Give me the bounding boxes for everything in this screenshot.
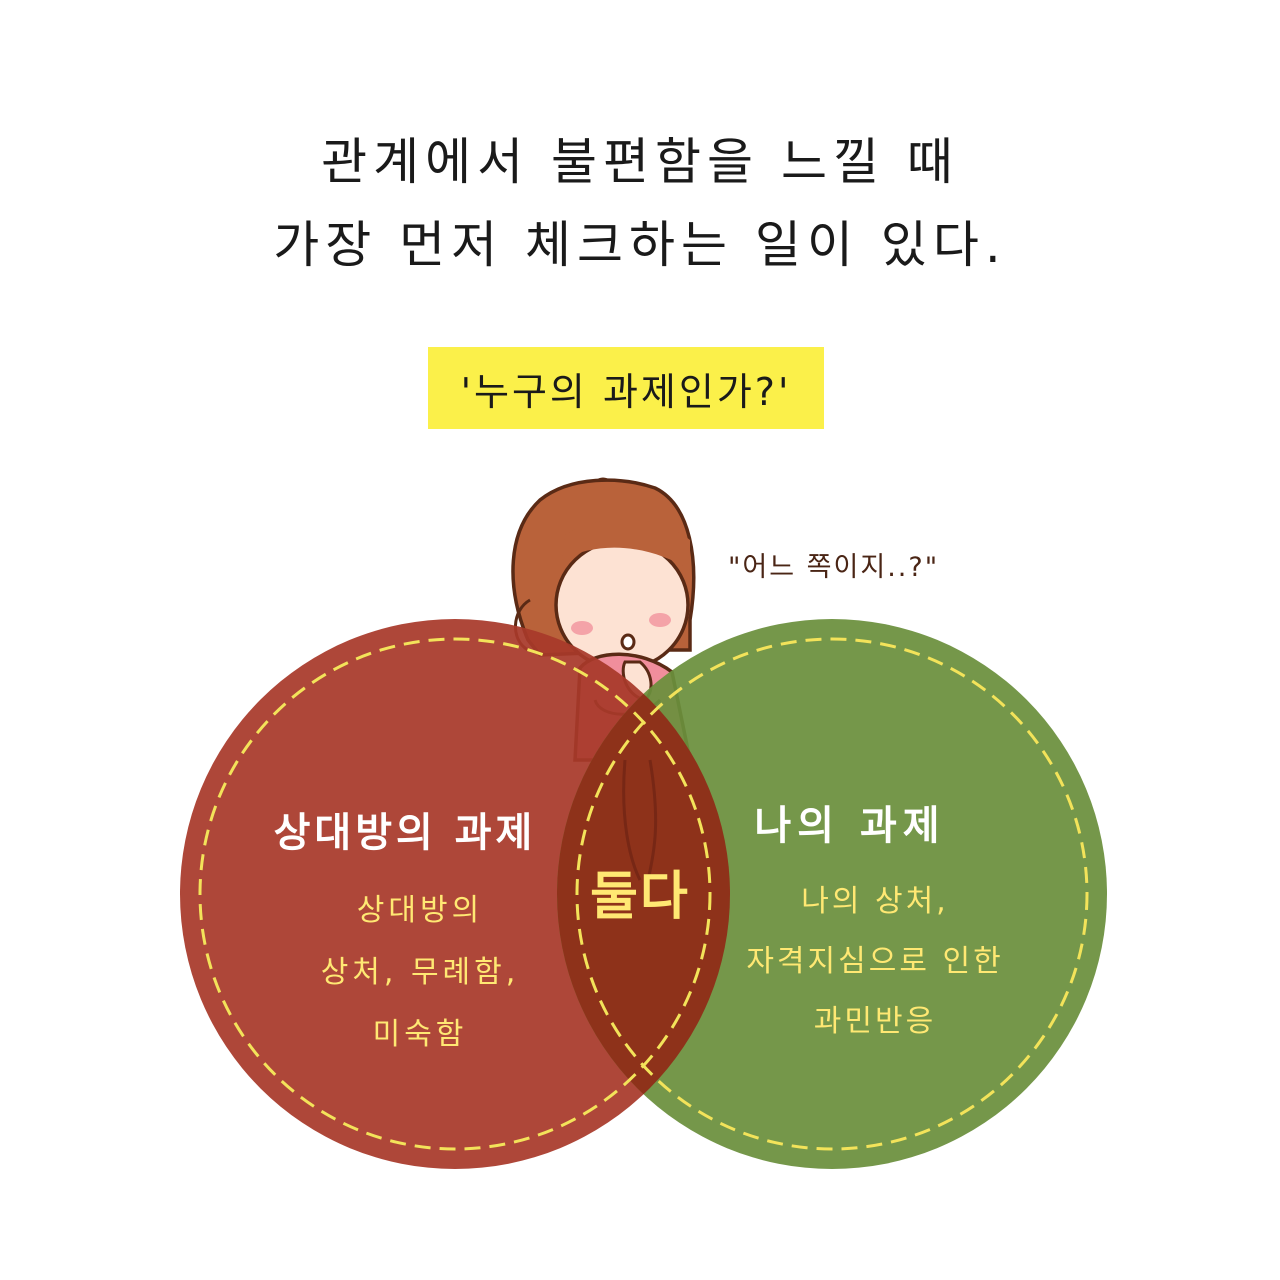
left-body-line: 상처, 무례함, xyxy=(320,955,520,990)
left-dashed-ring xyxy=(198,637,712,1151)
cheek-right xyxy=(649,613,671,627)
headline-line-1: 관계에서 불편함을 느낄 때 xyxy=(321,133,959,191)
right-body-line: 나의 상처, xyxy=(801,884,949,919)
right-circle-title: 나의 과제 xyxy=(754,803,946,849)
right-circle-body: 나의 상처, 자격지심으로 인한 과민반응 xyxy=(710,872,1040,1052)
right-dashed-ring xyxy=(575,637,1089,1151)
speech-text: "어느 쪽이지..?" xyxy=(728,552,940,583)
body-outline xyxy=(622,759,658,881)
bangs xyxy=(562,519,690,570)
right-body-line: 과민반응 xyxy=(813,1004,937,1039)
mouth xyxy=(620,633,636,651)
headline-line-2: 가장 먼저 체크하는 일이 있다. xyxy=(273,216,1007,274)
question-highlight: '누구의 과제인가?' xyxy=(428,347,824,429)
left-circle-title: 상대방의 과제 xyxy=(273,810,537,856)
question-text: '누구의 과제인가?' xyxy=(460,369,792,414)
left-circle xyxy=(180,619,730,1169)
left-circle-body: 상대방의 상처, 무례함, 미숙함 xyxy=(270,880,570,1066)
cheek-left xyxy=(571,621,593,635)
right-circle xyxy=(557,619,1107,1169)
left-body-line: 상대방의 xyxy=(356,893,484,928)
right-body-line: 자격지심으로 인한 xyxy=(746,944,1004,979)
overlap-label: 둘다 xyxy=(590,867,690,927)
left-body-line: 미숙함 xyxy=(372,1017,468,1052)
